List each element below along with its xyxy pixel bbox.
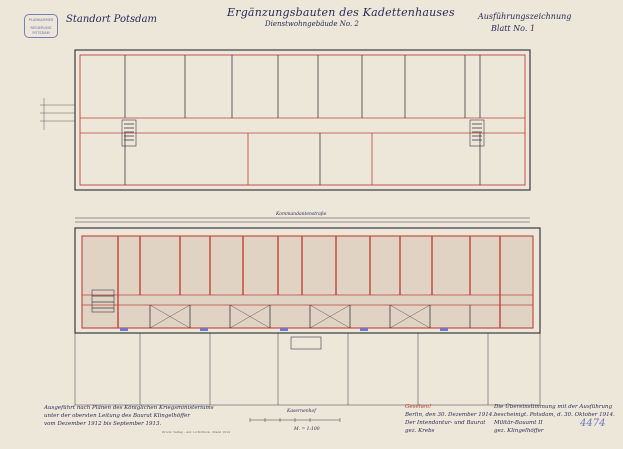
drawing-title: Ergänzungsbauten des Kadettenhauses: [227, 6, 455, 19]
footer-left-line-1: Ausgeführt nach Plänen des Königlichen K…: [44, 405, 214, 411]
yard-label: Kasernenhof: [287, 409, 316, 414]
footer-left-line-3: vom Dezember 1912 bis September 1913.: [44, 421, 162, 427]
upper-floor-plan: [40, 49, 531, 191]
footer-left-line-2: unter der obersten Leitung des Baurat Kl…: [44, 413, 191, 419]
footer-right-line-2: bescheinigt. Potsdam, d. 30. Oktober 191…: [494, 412, 615, 418]
footer-right-line-4: gez. Klingelhöffer: [494, 428, 544, 434]
yard-grid: [74, 333, 541, 406]
sheet-label: Blatt No. 1: [491, 24, 536, 33]
sheet-number: 4474: [580, 418, 606, 429]
footer-right-line-1: Die Übereinstimmung mit der Ausführung: [494, 404, 613, 410]
scale-label: M. = 1:100: [294, 427, 320, 432]
lower-floor-plan: [74, 227, 541, 334]
footer-middle-line-2: Berlin, den 30. Dezember 1914.: [405, 412, 494, 418]
stamp-line-1: PLANKAMMER: [28, 18, 54, 22]
scale-bar: [249, 418, 341, 422]
footer-middle-line-4: gez. Krebs: [405, 428, 435, 434]
drawing-type: Ausführungszeichnung: [478, 12, 572, 21]
location-label: Standort Potsdam: [66, 14, 158, 25]
stamp-line-2: REGIERUNG POTSDAM: [30, 26, 52, 35]
street-line: [75, 217, 530, 223]
footer-middle-line-1: Gesehen!: [405, 404, 432, 410]
street-label: Kommandantenstraße: [276, 212, 327, 217]
footer-right-line-3: Militär-Bauamt II: [494, 420, 543, 426]
footer-middle-line-3: Der Intendantur- und Baurat: [405, 420, 486, 426]
drawing-subtitle: Dienstwohngebäude No. 2: [265, 20, 359, 28]
archive-stamp: PLANKAMMER REGIERUNG POTSDAM: [24, 14, 58, 38]
print-footnote: Druck: Verlag - Auf. Lichtdruck - Stand …: [162, 430, 230, 434]
